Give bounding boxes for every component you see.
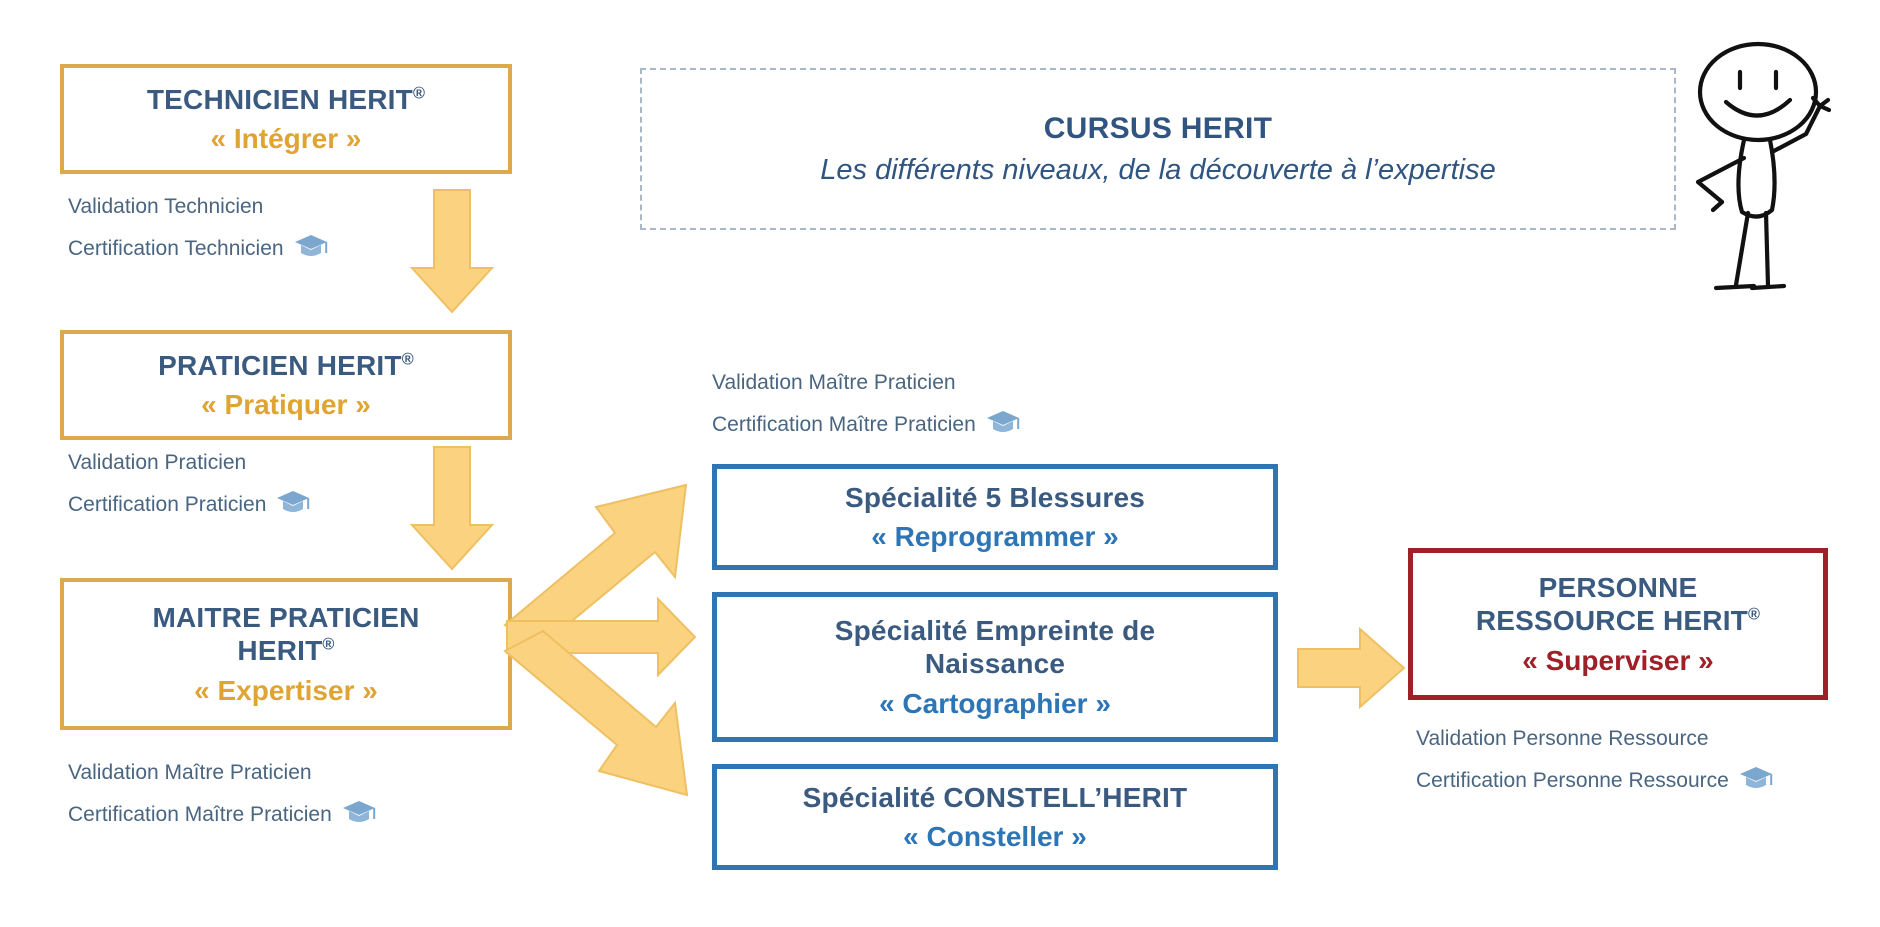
caption-text: Validation Maître Praticien — [68, 761, 312, 784]
caption-line: Certification Praticien — [68, 489, 310, 519]
caption-line: Validation Maître Praticien — [68, 762, 376, 783]
specialty-verb-constell-herit: « Consteller » — [903, 821, 1087, 852]
caption-line: Certification Personne Ressource — [1416, 765, 1773, 795]
caption-text: Certification Personne Ressource — [1416, 768, 1729, 792]
caption-text: Validation Personne Ressource — [1416, 727, 1709, 750]
specialty-title-empreinte-line2: Naissance — [924, 648, 1066, 680]
caption-text: Validation Maître Praticien — [712, 371, 956, 394]
level-box-praticien[interactable]: PRATICIEN HERIT® « Pratiquer » — [60, 330, 512, 440]
level-title-maitre-praticien-line1: MAITRE PRATICIEN — [152, 602, 420, 634]
captions-personne-ressource: Validation Personne Ressource Certificat… — [1416, 728, 1773, 811]
arrow-praticien-to-maitre-praticien — [409, 446, 495, 571]
caption-text: Certification Maître Praticien — [712, 412, 976, 436]
graduation-cap-icon — [294, 233, 328, 263]
caption-line: Certification Technicien — [68, 233, 328, 263]
captions-praticien: Validation Praticien Certification Prati… — [68, 452, 310, 535]
level-box-maitre-praticien[interactable]: MAITRE PRATICIEN HERIT® « Expertiser » — [60, 578, 512, 730]
arrow-technicien-to-praticien — [409, 189, 495, 314]
caption-line: Validation Technicien — [68, 196, 328, 217]
caption-line: Certification Maître Praticien — [68, 799, 376, 829]
caption-text: Certification Maître Praticien — [68, 802, 332, 826]
specialty-verb-empreinte: « Cartographier » — [879, 687, 1111, 719]
level-verb-maitre-praticien: « Expertiser » — [194, 674, 378, 706]
captions-technicien: Validation Technicien Certification Tech… — [68, 196, 328, 279]
caption-line: Validation Personne Ressource — [1416, 728, 1773, 749]
caption-line: Certification Maître Praticien — [712, 409, 1020, 439]
waving-stick-figure-illustration — [1695, 41, 1832, 291]
graduation-cap-icon — [342, 799, 376, 829]
caption-text: Validation Technicien — [68, 195, 264, 218]
level-title-maitre-praticien-line2: HERIT® — [237, 635, 335, 667]
final-title-line1: PERSONNE — [1538, 572, 1698, 604]
graduation-cap-icon — [276, 489, 310, 519]
specialty-title-constell-herit: Spécialité CONSTELL’HERIT — [802, 781, 1188, 813]
arrow-fan-maitre-to-specialties — [503, 483, 697, 797]
level-box-personne-ressource[interactable]: PERSONNE RESSOURCE HERIT® « Superviser » — [1408, 548, 1828, 700]
level-title-praticien: PRATICIEN HERIT® — [158, 349, 414, 381]
specialty-box-constell-herit[interactable]: Spécialité CONSTELL’HERIT « Consteller » — [712, 764, 1278, 870]
specialty-title-empreinte-line1: Spécialité Empreinte de — [834, 615, 1156, 647]
registered-mark: ® — [401, 350, 414, 369]
caption-text: Certification Technicien — [68, 236, 284, 260]
specialty-title-5-blessures: Spécialité 5 Blessures — [844, 481, 1146, 513]
specialty-box-5-blessures[interactable]: Spécialité 5 Blessures « Reprogrammer » — [712, 464, 1278, 570]
level-verb-technicien: « Intégrer » — [210, 123, 362, 154]
caption-line: Validation Maître Praticien — [712, 372, 1020, 393]
graduation-cap-icon — [986, 409, 1020, 439]
cursus-subtitle: Les différents niveaux, de la découverte… — [820, 153, 1496, 186]
final-title-line2: RESSOURCE HERIT® — [1475, 605, 1761, 637]
level-verb-praticien: « Pratiquer » — [201, 389, 371, 420]
graduation-cap-icon — [1739, 765, 1773, 795]
registered-mark: ® — [412, 84, 426, 103]
captions-specialties: Validation Maître Praticien Certificatio… — [712, 372, 1020, 455]
specialty-box-empreinte-de-naissance[interactable]: Spécialité Empreinte de Naissance « Cart… — [712, 592, 1278, 742]
level-title-technicien: TECHNICIEN HERIT® — [146, 83, 426, 115]
captions-maitre-praticien: Validation Maître Praticien Certificatio… — [68, 762, 376, 845]
caption-line: Validation Praticien — [68, 452, 310, 473]
arrow-specialties-to-personne-ressource — [1297, 626, 1406, 710]
final-verb: « Superviser » — [1522, 644, 1714, 676]
specialty-verb-5-blessures: « Reprogrammer » — [871, 521, 1119, 552]
cursus-header-panel: CURSUS HERIT Les différents niveaux, de … — [640, 68, 1676, 230]
registered-mark: ® — [322, 636, 335, 655]
registered-mark: ® — [1747, 606, 1761, 625]
level-box-technicien[interactable]: TECHNICIEN HERIT® « Intégrer » — [60, 64, 512, 174]
caption-text: Certification Praticien — [68, 492, 267, 516]
caption-text: Validation Praticien — [68, 451, 247, 474]
cursus-title: CURSUS HERIT — [1043, 111, 1273, 145]
